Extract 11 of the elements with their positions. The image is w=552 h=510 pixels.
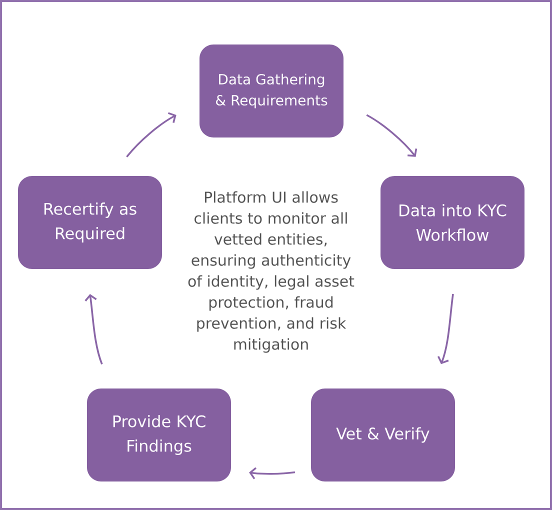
- arrow: [437, 294, 454, 364]
- arrow: [126, 112, 176, 158]
- arrow: [84, 294, 103, 364]
- process-box: Provide KYC Findings: [87, 388, 231, 482]
- arrow: [366, 114, 418, 157]
- arrow: [249, 467, 296, 480]
- description-text: Platform UI allows clients to monitor all vetted entities, ensuring authenticity of identity, legal asset protection, fraud prevention, and risk mitigation: [188, 191, 354, 353]
- process-box: Data into KYC Workflow: [380, 176, 524, 269]
- process-box: Vet & Verify: [311, 388, 455, 482]
- process-box: Data Gathering & Requirements: [200, 44, 344, 138]
- process-box: Recertify as Required: [18, 176, 162, 269]
